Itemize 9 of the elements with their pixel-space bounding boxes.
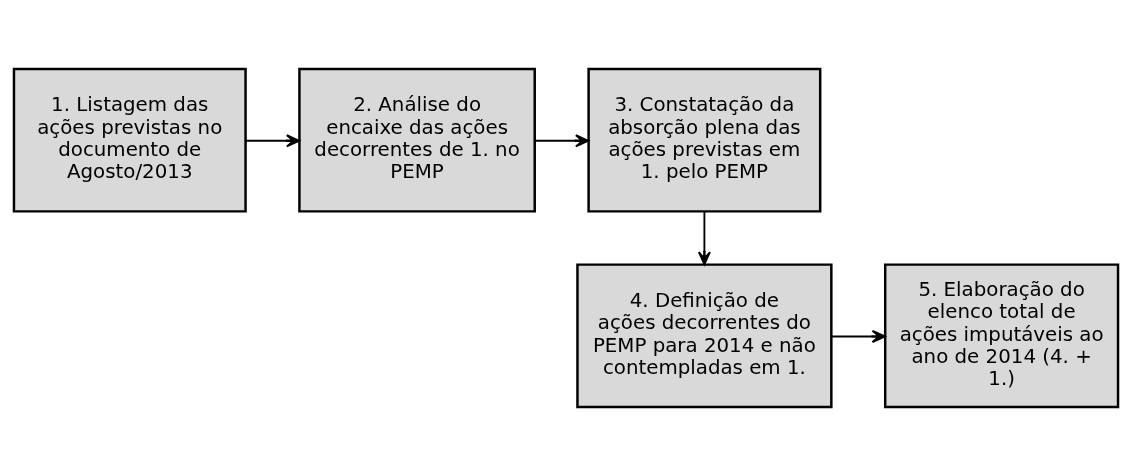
arrow	[830, 329, 886, 343]
arrow	[697, 210, 711, 265]
node-box: 4. Definição de ações decorrentes do PEMP para 2014 e não contempladas em 1.	[576, 262, 833, 408]
node-box: 3. Constatação da absorção plena das ações previstas em 1. pelo PEMP	[587, 67, 822, 213]
node-box: 2. Análise do encaixe das ações decorrentes de 1. no PEMP	[298, 67, 536, 213]
node-box: 1. Listagem das ações previstas no documento de Agosto/2013	[12, 67, 247, 213]
arrow	[533, 133, 590, 147]
arrow	[244, 133, 301, 147]
node-box: 5. Elaboração do elenco total de ações imputáveis ao ano de 2014 (4. + 1.)	[883, 262, 1120, 408]
